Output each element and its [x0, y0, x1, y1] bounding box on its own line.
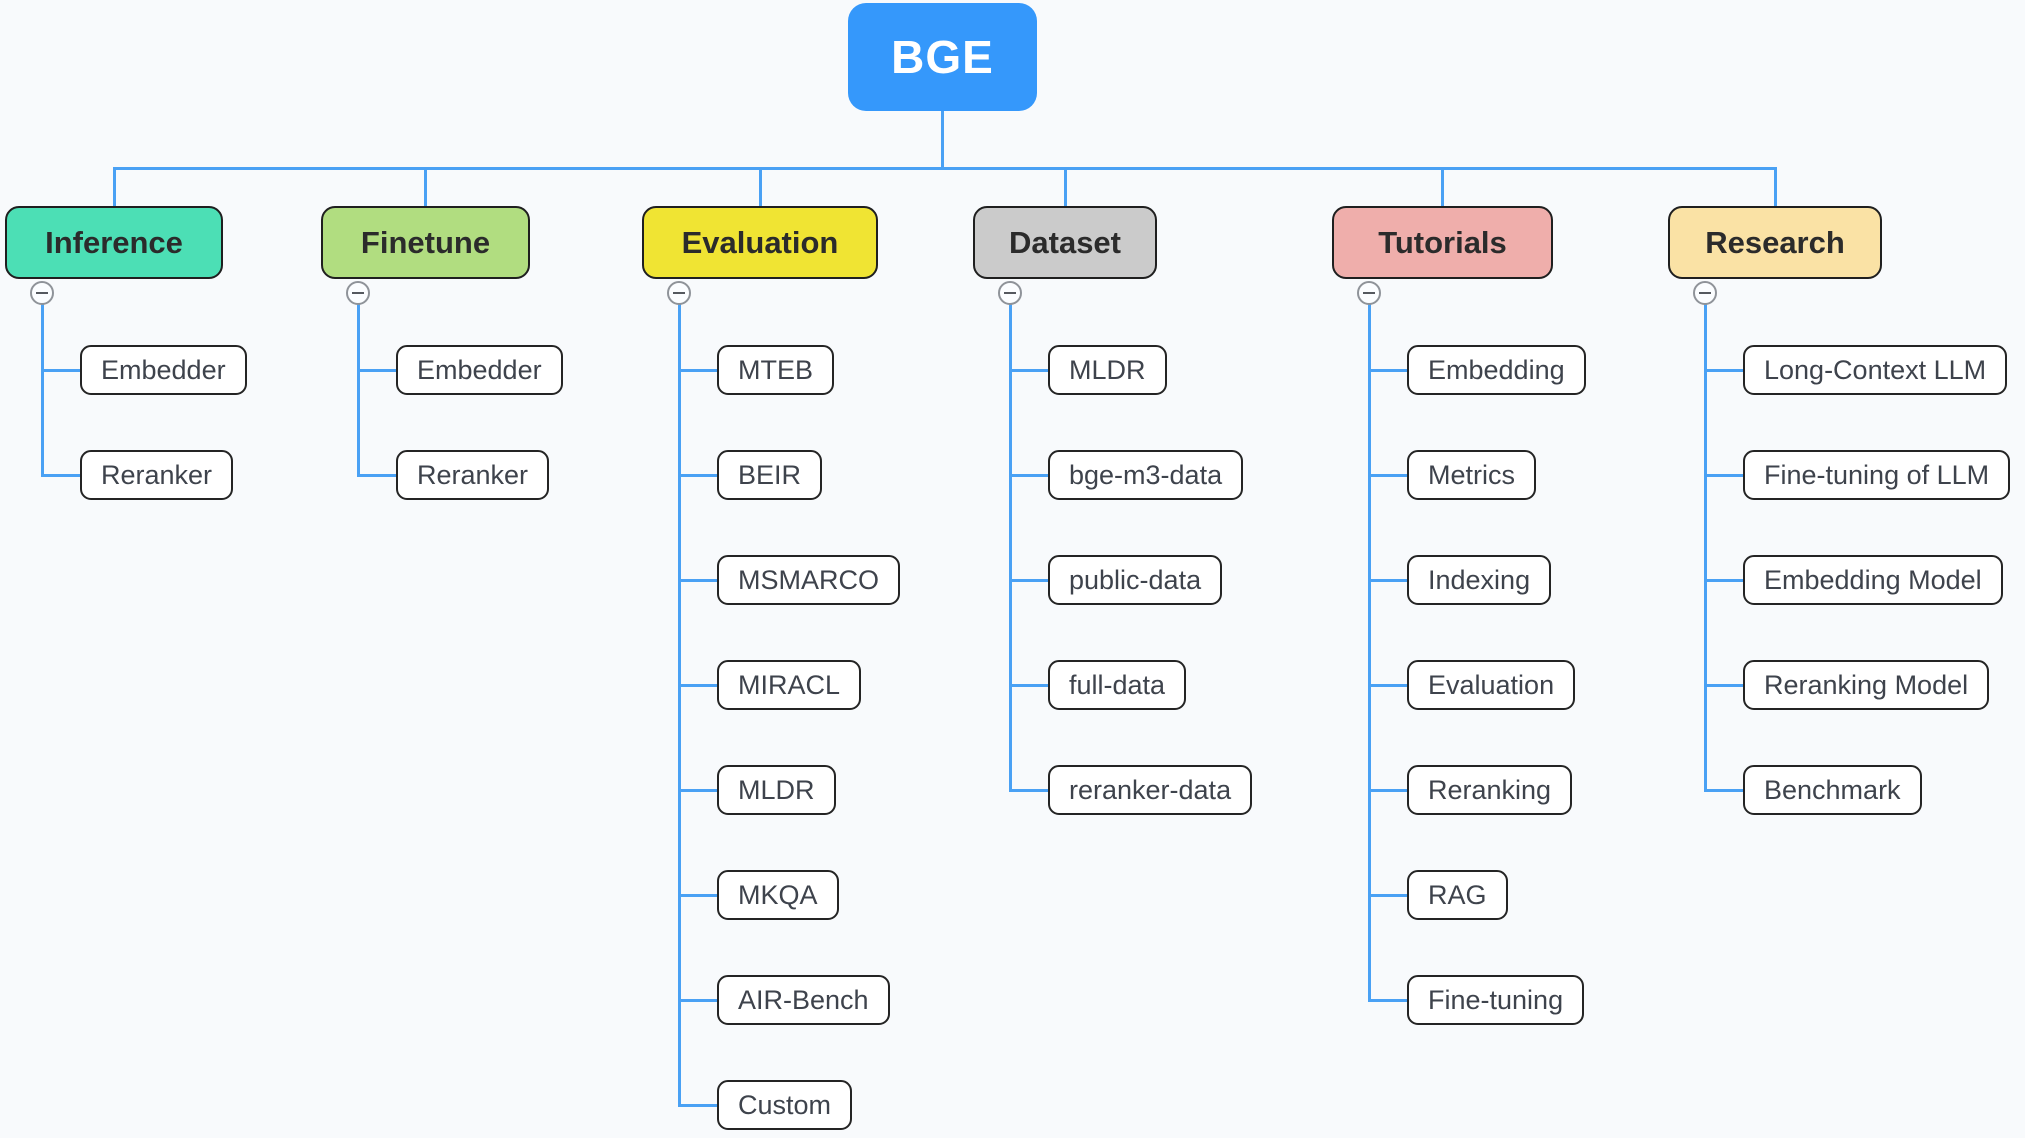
child-stub-line	[679, 788, 717, 792]
collapse-minus-icon[interactable]	[1693, 281, 1717, 305]
child-stub-line	[1369, 578, 1407, 582]
topic-node-beir[interactable]: BEIR	[717, 450, 823, 500]
topic-node-custom[interactable]: Custom	[717, 1080, 853, 1130]
branch-node-tutorials[interactable]: Tutorials	[1332, 206, 1553, 279]
topic-node-fine-tuning-of-llm[interactable]: Fine-tuning of LLM	[1743, 450, 2011, 500]
child-stub-line	[1369, 473, 1407, 477]
topic-node-embedding-model[interactable]: Embedding Model	[1743, 555, 2003, 605]
child-stub-line	[1705, 578, 1743, 582]
child-stub-line	[358, 368, 396, 372]
child-stub-line	[1010, 788, 1048, 792]
child-stub-line	[358, 473, 396, 477]
collapse-minus-icon[interactable]	[998, 281, 1022, 305]
branch-drop-line	[1063, 168, 1067, 208]
topic-node-indexing[interactable]: Indexing	[1407, 555, 1552, 605]
branch-children-line	[40, 304, 44, 477]
child-stub-line	[679, 683, 717, 687]
child-stub-line	[1010, 578, 1048, 582]
topic-node-reranker[interactable]: Reranker	[80, 450, 234, 500]
topic-node-benchmark[interactable]: Benchmark	[1743, 765, 1922, 815]
child-stub-line	[679, 998, 717, 1002]
branch-node-research[interactable]: Research	[1668, 206, 1882, 279]
topic-node-full-data[interactable]: full-data	[1048, 660, 1187, 710]
child-stub-line	[679, 368, 717, 372]
root-connector-line	[940, 110, 944, 168]
collapse-minus-icon[interactable]	[667, 281, 691, 305]
branch-drop-line	[424, 168, 427, 208]
branch-drop-line	[1441, 168, 1444, 208]
topic-node-mldr[interactable]: MLDR	[1048, 345, 1167, 395]
branch-children-line	[1703, 304, 1707, 792]
topic-node-evaluation[interactable]: Evaluation	[1407, 660, 1576, 710]
branch-children-line	[1367, 304, 1371, 1002]
topic-node-embedder[interactable]: Embedder	[396, 345, 563, 395]
topic-node-mteb[interactable]: MTEB	[717, 345, 835, 395]
child-stub-line	[679, 473, 717, 477]
child-stub-line	[679, 578, 717, 582]
child-stub-line	[1369, 998, 1407, 1002]
branch-node-finetune[interactable]: Finetune	[321, 206, 530, 279]
child-stub-line	[1369, 893, 1407, 897]
topic-node-reranking[interactable]: Reranking	[1407, 765, 1573, 815]
branch-drop-line	[112, 168, 116, 208]
topic-node-fine-tuning[interactable]: Fine-tuning	[1407, 975, 1585, 1025]
child-stub-line	[42, 368, 80, 372]
child-stub-line	[1705, 368, 1743, 372]
topic-node-embedding[interactable]: Embedding	[1407, 345, 1586, 395]
branch-children-line	[1008, 304, 1012, 792]
topic-node-rag[interactable]: RAG	[1407, 870, 1508, 920]
topic-node-mkqa[interactable]: MKQA	[717, 870, 839, 920]
topic-node-miracl[interactable]: MIRACL	[717, 660, 862, 710]
branch-drop-line	[1773, 168, 1777, 208]
topic-node-reranker-data[interactable]: reranker-data	[1048, 765, 1253, 815]
child-stub-line	[679, 893, 717, 897]
topic-node-reranker[interactable]: Reranker	[396, 450, 550, 500]
topic-node-air-bench[interactable]: AIR-Bench	[717, 975, 890, 1025]
collapse-minus-icon[interactable]	[1357, 281, 1381, 305]
collapse-minus-icon[interactable]	[30, 281, 54, 305]
topic-node-public-data[interactable]: public-data	[1048, 555, 1223, 605]
topic-node-bge-m3-data[interactable]: bge-m3-data	[1048, 450, 1244, 500]
child-stub-line	[42, 473, 80, 477]
topic-node-long-context-llm[interactable]: Long-Context LLM	[1743, 345, 2008, 395]
trunk-connector-line	[112, 166, 1777, 170]
child-stub-line	[679, 1103, 717, 1107]
collapse-minus-icon[interactable]	[346, 281, 370, 305]
child-stub-line	[1010, 683, 1048, 687]
child-stub-line	[1369, 788, 1407, 792]
topic-node-msmarco[interactable]: MSMARCO	[717, 555, 900, 605]
child-stub-line	[1705, 788, 1743, 792]
topic-node-metrics[interactable]: Metrics	[1407, 450, 1536, 500]
branch-children-line	[677, 304, 681, 1107]
branch-children-line	[356, 304, 360, 477]
topic-node-reranking-model[interactable]: Reranking Model	[1743, 660, 1990, 710]
branch-drop-line	[758, 168, 762, 208]
root-node-bge[interactable]: BGE	[848, 3, 1037, 111]
child-stub-line	[1705, 683, 1743, 687]
topic-node-mldr[interactable]: MLDR	[717, 765, 836, 815]
branch-node-dataset[interactable]: Dataset	[973, 206, 1157, 279]
child-stub-line	[1369, 368, 1407, 372]
child-stub-line	[1010, 473, 1048, 477]
child-stub-line	[1369, 683, 1407, 687]
topic-node-embedder[interactable]: Embedder	[80, 345, 247, 395]
branch-node-inference[interactable]: Inference	[5, 206, 223, 279]
child-stub-line	[1010, 368, 1048, 372]
branch-node-evaluation[interactable]: Evaluation	[642, 206, 878, 279]
child-stub-line	[1705, 473, 1743, 477]
